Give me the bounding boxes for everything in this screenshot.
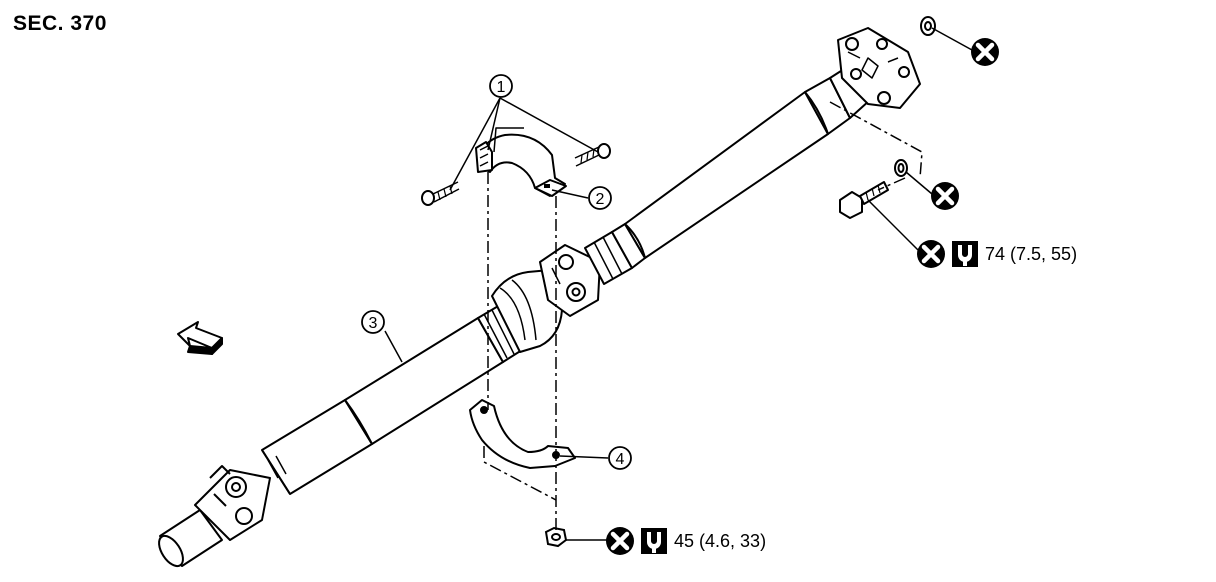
bolt-washer: [894, 159, 908, 177]
callout-3: 3: [361, 310, 385, 334]
torque-wrench-icon: [952, 241, 978, 267]
leader-lines: [384, 27, 973, 541]
support-nut: [544, 526, 568, 548]
callout-2: 2: [588, 186, 612, 210]
do-not-reuse-icon: [606, 527, 634, 555]
upper-bracket: [475, 127, 567, 197]
torque-wrench-icon: [641, 528, 667, 554]
callout-4: 4: [608, 446, 632, 470]
flange-bolt: [839, 181, 889, 219]
callout-2-number: 2: [596, 191, 605, 208]
callout-4-number: 4: [616, 451, 625, 468]
callout-1-number: 1: [497, 79, 506, 96]
screw-left: [421, 181, 460, 206]
alignment-lines: [483, 101, 923, 530]
propeller-shaft: [158, 27, 921, 568]
callout-1: 1: [489, 74, 513, 98]
do-not-reuse-icon: [917, 240, 945, 268]
section-label: SEC. 370: [13, 12, 107, 35]
torque-support-nut: 45 (4.6, 33): [674, 531, 767, 551]
do-not-reuse-icon: [971, 38, 999, 66]
do-not-reuse-icon: [931, 182, 959, 210]
lower-bracket: [469, 399, 576, 469]
flange-washer: [920, 16, 936, 36]
front-direction-arrow-icon: [177, 321, 223, 355]
torque-flange-bolt: 74 (7.5, 55): [985, 244, 1078, 264]
screw-right: [574, 143, 611, 167]
callout-3-number: 3: [369, 315, 378, 332]
